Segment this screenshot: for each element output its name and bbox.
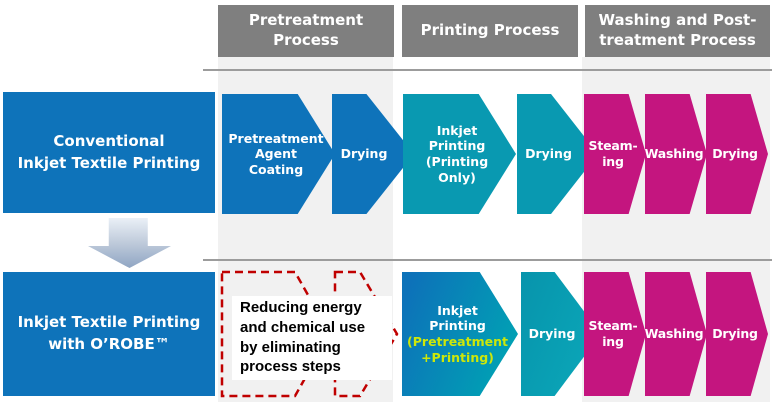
bottom-divider-line: [203, 259, 772, 261]
step-label: Inkjet Printing (Printing Only): [425, 122, 489, 185]
step-label: Inkjet Printing: [429, 302, 486, 334]
header-pretreatment-process: Pretreatment Process: [218, 5, 394, 57]
step-label: Drying: [340, 146, 388, 162]
step-label: Washing: [644, 326, 704, 342]
down-arrow-icon: [88, 218, 171, 268]
header-label: Printing Process: [420, 21, 560, 40]
note-text: Reducing energy and chemical use by elim…: [240, 299, 366, 376]
conventional-row-label: Conventional Inkjet Textile Printing: [3, 92, 215, 213]
row-title: Inkjet Textile Printing with O’ROBE™: [17, 313, 201, 353]
step-label: Steam- ing: [588, 318, 638, 349]
row-title: Conventional Inkjet Textile Printing: [17, 131, 201, 172]
step-label: Drying: [525, 146, 572, 162]
elimination-note: Reducing energy and chemical use by elim…: [232, 296, 392, 380]
step-inkjet-printing-only: Inkjet Printing (Printing Only): [403, 94, 516, 214]
step-label: Pretreatment Agent Coating: [228, 130, 324, 177]
header-label: Washing and Post- treatment Process: [598, 11, 757, 49]
step-label: Drying: [712, 146, 758, 162]
step-drying-1: Drying: [332, 94, 414, 214]
header-washing-posttreatment-process: Washing and Post- treatment Process: [585, 5, 770, 57]
top-divider-line: [203, 69, 772, 71]
step-label: Washing: [644, 146, 704, 162]
header-label: Pretreatment Process: [248, 11, 364, 49]
header-printing-process: Printing Process: [402, 5, 578, 57]
step-sublabel-highlight: (Pretreatment +Printing): [407, 334, 508, 365]
orobe-row-label: Inkjet Textile Printing with O’ROBE™: [3, 272, 215, 396]
step-inkjet-pretreatment-printing: Inkjet Printing (Pretreatment +Printing): [402, 272, 518, 396]
step-label: Drying: [712, 326, 758, 342]
step-label: Drying: [528, 326, 576, 342]
step-label: Steam- ing: [588, 138, 638, 169]
